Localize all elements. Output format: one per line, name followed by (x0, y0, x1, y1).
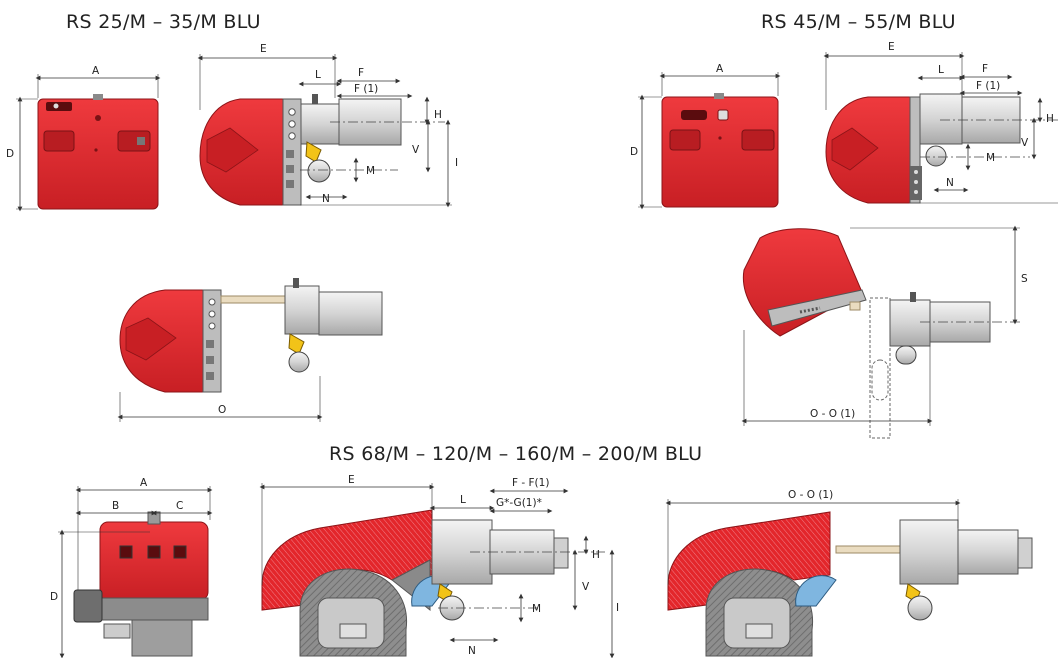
dim-i-label-rs68: I (616, 602, 619, 614)
title-rs25-35: RS 25/M – 35/M BLU (66, 11, 261, 33)
rs25-front-view: A D (6, 65, 161, 212)
dim-d-label-rs68: D (50, 591, 58, 603)
dim-e-label-rs45: E (888, 41, 895, 53)
dim-v-label: V (412, 144, 420, 156)
dim-d-label: D (6, 148, 14, 160)
dim-l-label: L (315, 69, 321, 81)
dim-d-label-rs45: D (630, 146, 638, 158)
title-rs45-55: RS 45/M – 55/M BLU (761, 11, 956, 33)
rs68-open-view: O - O (1) (665, 489, 1033, 657)
dim-f1-label-rs45: F (1) (976, 80, 1000, 92)
dim-e-label-rs68: E (348, 474, 355, 486)
dim-l-label-rs45: L (938, 64, 944, 76)
dim-n-label-rs68: N (468, 645, 476, 657)
rs68-side-view: E L F - F(1) G*-G(1)* H V M N I (259, 474, 619, 658)
dim-m-label-rs68: M (532, 603, 541, 615)
dim-c-label: C (176, 500, 183, 512)
rs25-open-view: O (117, 278, 383, 422)
dim-n-label-rs45: N (946, 177, 954, 189)
dim-n-label: N (322, 193, 330, 205)
dim-a-label: A (92, 65, 100, 77)
title-rs68-200: RS 68/M – 120/M – 160/M – 200/M BLU (329, 443, 703, 465)
dim-gg1-label: G*-G(1)* (496, 497, 542, 509)
dim-a-label-rs68: A (140, 477, 148, 489)
dim-o-label: O (218, 404, 226, 416)
dim-ff1-label: F - F(1) (512, 477, 549, 489)
rs45-open-view: S O - O (1) (741, 225, 1028, 439)
dim-f-label: F (358, 67, 364, 79)
dim-h-label-rs45: H (1046, 113, 1054, 125)
dim-v-label-rs45: V (1021, 137, 1029, 149)
dim-h-label-rs68: H (592, 549, 600, 561)
rs45-front-view: A D (630, 63, 781, 210)
dim-oo1-label-rs68: O - O (1) (788, 489, 833, 501)
dim-v-label-rs68: V (582, 581, 590, 593)
dim-f-label-rs45: F (982, 63, 988, 75)
rs25-side-view: E L F F (1) H V M N I (197, 43, 458, 208)
dim-s-label: S (1021, 273, 1028, 285)
rs45-side-view: E L F F (1) H V M N (823, 41, 1058, 204)
dim-f1-label: F (1) (354, 83, 378, 95)
dim-h-label: H (434, 109, 442, 121)
dim-l-label-rs68: L (460, 494, 466, 506)
dim-m-label: M (366, 165, 375, 177)
dim-e-label: E (260, 43, 267, 55)
dim-m-label-rs45: M (986, 152, 995, 164)
dim-b-label: B (112, 500, 119, 512)
dim-oo1-label-rs45: O - O (1) (810, 408, 855, 420)
rs68-front-view: A B C D (50, 477, 213, 658)
dim-a-label-rs45: A (716, 63, 724, 75)
dim-i-label: I (455, 157, 458, 169)
